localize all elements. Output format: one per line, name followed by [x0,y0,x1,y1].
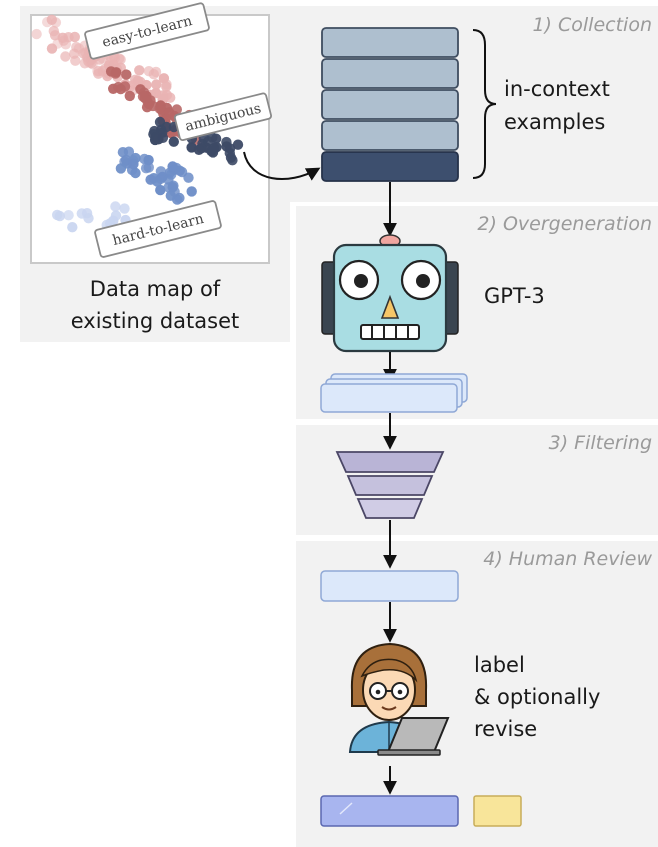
data-map-caption-line1: Data map of [90,277,221,301]
human-reviewer-icon [348,642,450,756]
data-map-dot [87,58,98,70]
data-map-dot [79,58,91,69]
data-map-dot [124,90,135,102]
data-map-dot [46,43,58,54]
stage-label-collection: 1) Collection [532,14,652,36]
data-map-dot [154,116,166,128]
data-map-dot [119,203,130,214]
data-map-dot [31,28,42,40]
robot-icon [321,234,459,353]
data-map-dots [31,14,244,233]
review-line3: revise [474,717,537,741]
in-context-line1: in-context [504,77,610,101]
data-map-dot [46,14,57,25]
final-example-sheen [339,802,353,815]
curly-brace [472,29,497,179]
data-map-dot [183,172,194,183]
data-map-dot [132,75,144,86]
data-map-dot [155,184,166,196]
stage-label-human-review: 4) Human Review [483,548,652,570]
example-stack [321,27,459,182]
data-map-dot [67,222,78,233]
example-box-3 [321,89,459,120]
review-line1: label [474,653,525,677]
data-map-dot [232,139,244,150]
data-map-dot [140,163,152,174]
data-map-dot [63,210,74,221]
data-map-dot [81,208,93,219]
data-map-dot [52,209,63,221]
data-map-dot [157,90,169,101]
data-map-dot [123,146,135,157]
stage-label-overgeneration: 2) Overgeneration [477,213,652,235]
data-map-dot [157,132,169,143]
filtered-example [320,570,459,602]
example-box-selected [321,151,459,182]
data-map-dot [110,201,121,212]
example-box-2 [321,58,459,89]
data-map-dot [139,153,150,165]
generated-examples-stack [320,373,468,413]
data-map-dot [141,102,153,113]
in-context-line2: examples [504,110,605,134]
final-example [320,795,459,827]
data-map-dot [151,79,162,90]
data-map-dot [221,136,232,148]
data-map-dot [110,68,121,79]
data-map-dot [134,65,145,76]
data-map-dot [193,144,205,155]
review-line2: & optionally [474,685,600,709]
data-map-dot [130,167,141,179]
data-map-dot [168,136,179,147]
data-map-dot [186,186,197,197]
data-map-dot [167,161,178,172]
data-map-dot [148,69,159,80]
data-map-dot [128,158,139,170]
model-name: GPT-3 [484,284,545,308]
final-label [473,795,522,827]
example-box-1 [321,27,459,58]
data-map-dot [209,142,220,154]
data-map-dot [224,147,235,159]
filter-funnel-icon [335,451,445,519]
example-box-4 [321,120,459,151]
data-map-dot [169,186,180,197]
data-map-dot [97,65,108,77]
stage-label-filtering: 3) Filtering [548,432,652,454]
data-map-dot [137,91,149,102]
data-map-dot [163,174,174,185]
data-map-dot [171,104,182,115]
data-map-dot [115,163,127,174]
data-map-dot [60,51,71,62]
data-map-dot [161,79,172,90]
data-map-caption-line2: existing dataset [71,309,240,333]
data-map-dot [113,81,124,93]
data-map-dot [145,174,156,185]
data-map-dot [57,32,68,43]
selection-arrow [243,151,321,181]
data-map-dot [121,69,132,80]
data-map-dot [69,48,80,59]
